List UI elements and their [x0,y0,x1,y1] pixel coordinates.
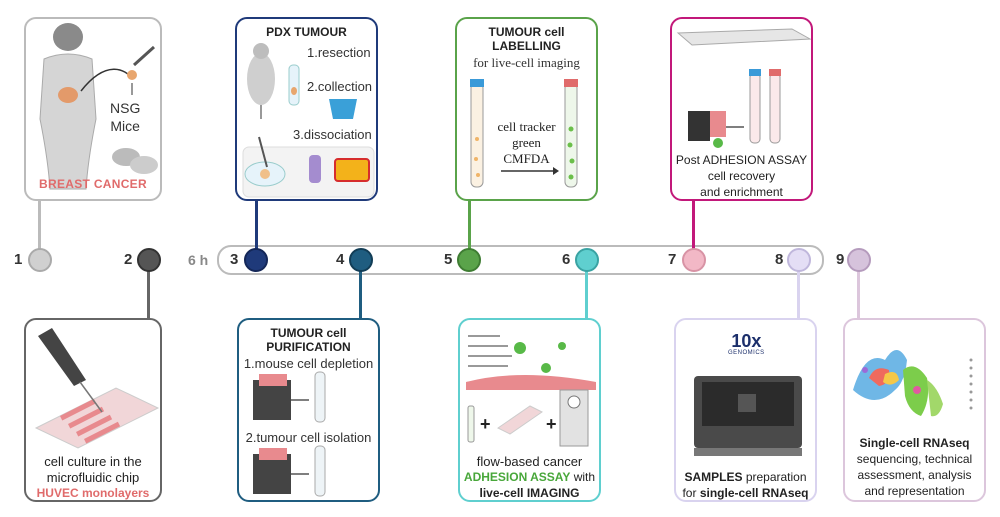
box4-step2: 2.tumour cell isolation [245,430,372,445]
pdx-illustration [242,43,375,198]
step-dot-6 [575,248,599,272]
step-dot-3 [244,248,268,272]
box4-step1: 1.mouse cell depletion [243,356,374,371]
labelling-illustration [470,79,578,188]
step-dot-9 [847,248,871,272]
box6-plus2: + [546,414,557,434]
step-number-8: 8 [775,251,784,268]
box5-label1: cell tracker [497,119,556,134]
box6-plus1: + [480,414,491,434]
box3-title: PDX TUMOUR [266,25,347,39]
patient-illustration [39,23,158,190]
box8-line2: for single-cell RNAseq [682,486,809,500]
box3-step1: 1.resection [307,45,371,60]
box-post-adhesion: Post ADHESION ASSAY cell recovery and en… [670,17,813,201]
umap-plot-illustration [853,350,973,417]
purification-illustration [253,371,326,497]
step-dot-8 [787,248,811,272]
step-dot-7 [682,248,706,272]
step-dot-5 [457,248,481,272]
post-adhesion-illustration [676,28,811,148]
microfluidic-chip-illustration [34,328,160,449]
sequencer-illustration [694,376,802,456]
step-number-2: 2 [124,251,133,268]
box2-line2: microfluidic chip [46,470,140,485]
box6-line1: flow-based cancer [476,454,583,469]
step-number-9: 9 [836,251,845,268]
step-dot-2 [137,248,161,272]
step-number-6: 6 [562,251,571,268]
box7-line2: cell recovery [707,169,776,183]
box2-line3: HUVEC monolayers [36,486,150,500]
step-dot-1 [28,248,52,272]
step-number-4: 4 [336,251,345,268]
step-dot-4 [349,248,373,272]
adhesion-assay-illustration [466,335,596,447]
timeline-bar [217,245,824,275]
genomics-logo: 10x GENOMICS [728,331,765,356]
box3-step2: 2.collection [307,79,373,94]
box5-subtitle: for live-cell imaging [473,55,580,70]
box-single-cell-rnaseq: Single-cell RNAseq sequencing, technical… [843,318,986,502]
box4-title1: TUMOUR cell [270,326,347,340]
box7-line3: and enrichment [700,185,783,199]
box-adhesion-assay: + + flow-based cancer ADHESION ASSAY wit… [458,318,601,502]
box6-line3: live-cell IMAGING [479,486,580,500]
step-number-7: 7 [668,251,677,268]
box9-line3: assessment, analysis [857,468,972,482]
box8-line1: SAMPLES preparation [684,470,807,484]
box5-title1: TUMOUR cell [488,25,565,39]
box9-line1: Single-cell RNAseq [859,436,970,450]
box9-line4: and representation [864,484,965,498]
box3-step3: 3.dissociation [293,127,372,142]
box-pdx-tumour: PDX TUMOUR 1.resection 2.collection 3.di… [235,17,378,201]
connector-7 [692,200,695,250]
box9-line2: sequencing, technical [856,452,973,466]
connector-1 [38,200,41,250]
connector-2 [147,268,150,318]
box4-title2: PURIFICATION [266,340,351,354]
box-tumour-purification: TUMOUR cell PURIFICATION 1.mouse cell de… [237,318,380,502]
connector-9 [857,268,860,318]
connector-4 [359,268,362,318]
box1-caption: BREAST CANCER [39,177,147,191]
connector-3 [255,200,258,250]
box5-label3: CMFDA [503,151,550,166]
box2-line1: cell culture in the [44,454,142,469]
step-number-3: 3 [230,251,239,268]
box-tumour-labelling: TUMOUR cell LABELLING for live-cell imag… [455,17,598,201]
box7-line1: Post ADHESION ASSAY [675,153,808,167]
timeline-duration-label: 6 h [188,252,209,268]
mice-label: NSG Mice [110,100,141,134]
box5-title2: LABELLING [492,39,561,53]
box-samples-preparation: 10x GENOMICS SAMPLES preparation for sin… [674,318,817,502]
step-number-1: 1 [14,251,23,268]
box6-line2: ADHESION ASSAY with [463,470,596,484]
connector-5 [468,200,471,250]
step-number-5: 5 [444,251,453,268]
box-breast-cancer: NSG Mice BREAST CANCER [24,17,162,201]
box-cell-culture: cell culture in the microfluidic chip HU… [24,318,162,502]
connector-8 [797,268,800,318]
connector-6 [585,268,588,318]
box5-label2: green [512,135,541,150]
